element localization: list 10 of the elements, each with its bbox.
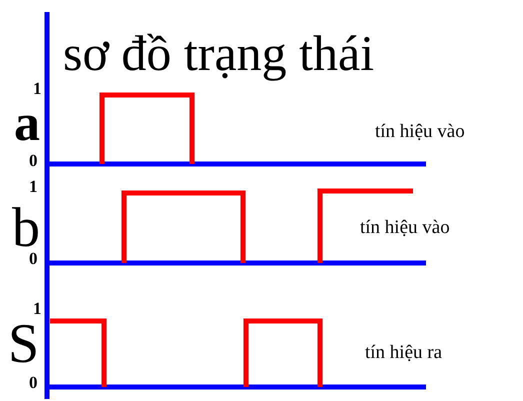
signal-label: tín hiệu ra — [365, 343, 442, 362]
signal-label: tín hiệu vào — [375, 122, 465, 141]
level-label: 1 — [33, 80, 42, 97]
level-label: 1 — [33, 300, 42, 317]
signal-label: tín hiệu vào — [360, 218, 450, 237]
level-label: 0 — [29, 374, 38, 391]
signal-name: a — [14, 98, 40, 150]
level-label: 1 — [29, 178, 38, 195]
signal-name: S — [8, 316, 40, 372]
level-label: 0 — [29, 152, 38, 169]
